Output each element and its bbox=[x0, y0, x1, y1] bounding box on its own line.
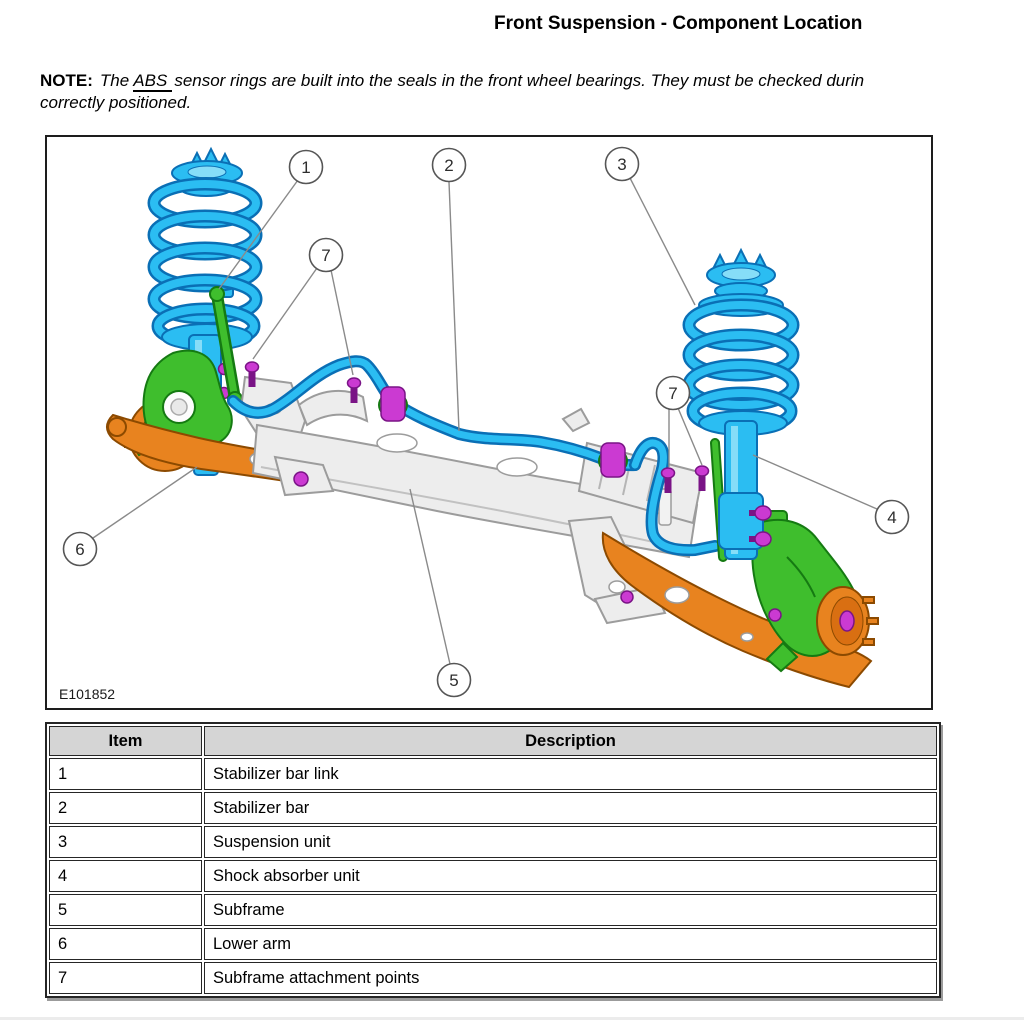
table-row: 4 Shock absorber unit bbox=[49, 860, 937, 892]
stabilizer-bar-illustration bbox=[227, 355, 721, 557]
callout-7-right: 7 bbox=[655, 375, 691, 411]
table-row: 6 Lower arm bbox=[49, 928, 937, 960]
item-cell: 6 bbox=[49, 928, 202, 960]
description-header-cell: Description bbox=[204, 726, 937, 756]
note-line-2: correctly positioned. bbox=[40, 93, 192, 112]
component-table: Item Description 1 Stabilizer bar link 2… bbox=[45, 722, 941, 998]
strut-clamp-bolt bbox=[749, 505, 772, 521]
table-row: 2 Stabilizer bar bbox=[49, 792, 937, 824]
hub-center-cap bbox=[839, 610, 855, 632]
item-header-cell: Item bbox=[49, 726, 202, 756]
item-cell: 4 bbox=[49, 860, 202, 892]
note-text-before: The bbox=[99, 71, 134, 90]
suspension-unit-right-illustration bbox=[682, 247, 800, 562]
description-cell: Subframe bbox=[204, 894, 937, 926]
callout-6: 6 bbox=[62, 531, 98, 567]
attachment-bolt bbox=[660, 467, 676, 493]
svg-text:7: 7 bbox=[321, 246, 330, 265]
description-cell: Subframe attachment points bbox=[204, 962, 937, 994]
item-cell: 3 bbox=[49, 826, 202, 858]
svg-text:4: 4 bbox=[887, 508, 896, 527]
callout-4: 4 bbox=[874, 499, 910, 535]
subframe-bolt bbox=[620, 590, 634, 604]
table-row: 7 Subframe attachment points bbox=[49, 962, 937, 994]
figure-id-label: E101852 bbox=[59, 686, 115, 702]
front-suspension-diagram: 1 2 3 7 7 4 6 bbox=[59, 146, 910, 702]
table-header-row: Item Description bbox=[49, 726, 937, 756]
description-cell: Lower arm bbox=[204, 928, 937, 960]
description-cell: Suspension unit bbox=[204, 826, 937, 858]
svg-text:1: 1 bbox=[301, 158, 310, 177]
item-cell: 7 bbox=[49, 962, 202, 994]
table-row: 3 Suspension unit bbox=[49, 826, 937, 858]
figure-frame: 1 2 3 7 7 4 6 bbox=[45, 135, 933, 710]
knuckle-bolt bbox=[768, 608, 782, 622]
note-text-after: sensor rings are built into the seals in… bbox=[174, 71, 865, 90]
description-cell: Stabilizer bar bbox=[204, 792, 937, 824]
table-row: 5 Subframe bbox=[49, 894, 937, 926]
page-title: Front Suspension - Component Location bbox=[494, 13, 863, 34]
callout-2: 2 bbox=[431, 147, 467, 183]
callout-1: 1 bbox=[288, 149, 324, 185]
description-cell: Shock absorber unit bbox=[204, 860, 937, 892]
page-bottom-divider bbox=[0, 1017, 1024, 1020]
attachment-bolt bbox=[244, 361, 260, 387]
svg-text:6: 6 bbox=[75, 540, 84, 559]
note-label: NOTE: bbox=[40, 71, 93, 90]
description-cell: Stabilizer bar link bbox=[204, 758, 937, 790]
svg-text:3: 3 bbox=[617, 155, 626, 174]
svg-text:5: 5 bbox=[449, 671, 458, 690]
table-row: 1 Stabilizer bar link bbox=[49, 758, 937, 790]
attachment-bolt bbox=[346, 377, 362, 403]
callout-leader-lines bbox=[92, 177, 878, 665]
subframe-bolt bbox=[293, 471, 309, 487]
callout-5: 5 bbox=[436, 662, 472, 698]
wheel-hub-right-illustration bbox=[816, 586, 879, 656]
svg-text:7: 7 bbox=[668, 384, 677, 403]
attachment-bolt bbox=[694, 465, 710, 491]
strut-clamp-bolt bbox=[749, 531, 772, 547]
callout-7-left: 7 bbox=[308, 237, 344, 273]
stabilizer-bushing-clamp bbox=[598, 442, 628, 478]
item-cell: 1 bbox=[49, 758, 202, 790]
svg-text:2: 2 bbox=[444, 156, 453, 175]
item-cell: 2 bbox=[49, 792, 202, 824]
stabilizer-bushing-clamp bbox=[378, 386, 408, 422]
note-abs-underlined: ABS bbox=[133, 71, 173, 92]
subframe-attachment-bolts bbox=[244, 361, 710, 604]
callout-3: 3 bbox=[604, 146, 640, 182]
item-cell: 5 bbox=[49, 894, 202, 926]
